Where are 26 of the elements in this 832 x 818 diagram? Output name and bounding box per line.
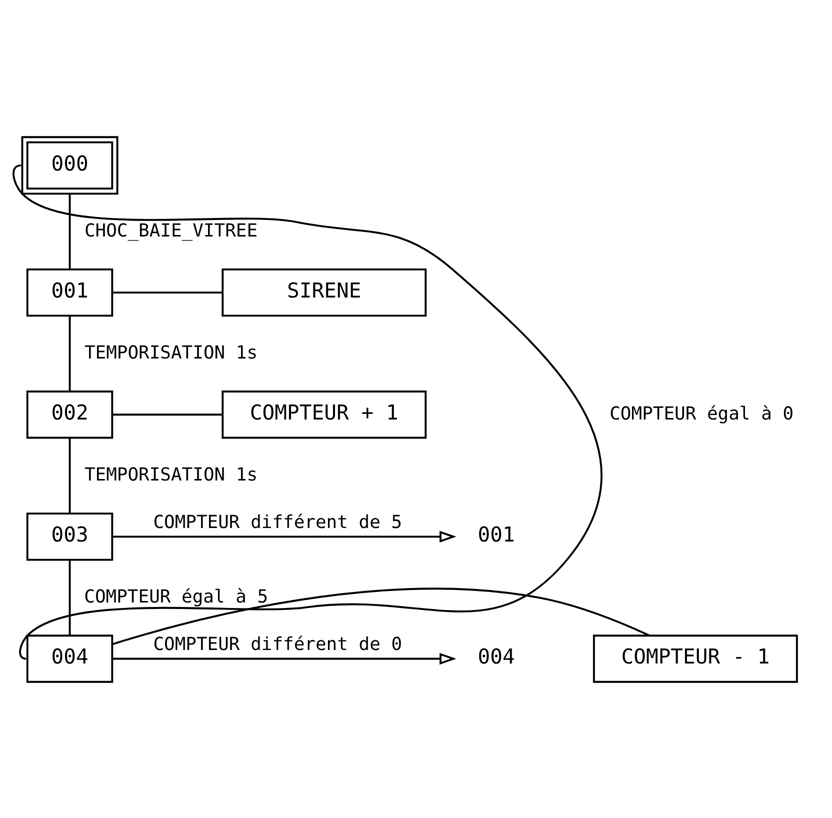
node-box: COMPTEUR - 1 (592, 634, 798, 682)
node-box: 003 (26, 512, 114, 560)
edge-label: TEMPORISATION 1s (84, 342, 258, 363)
edge-label: COMPTEUR différent de 0 (153, 634, 402, 654)
arrow (112, 530, 456, 542)
node-box: SIRENE (222, 268, 427, 316)
edge-label: COMPTEUR égal à 5 (84, 586, 268, 607)
connector (112, 291, 222, 294)
node-box: 000 (21, 136, 118, 194)
edge-label: COMPTEUR égal à 0 (610, 402, 794, 424)
node-text: 001 (478, 522, 515, 546)
edge-label: COMPTEUR différent de 5 (153, 511, 402, 532)
connector (112, 413, 222, 416)
connector (68, 193, 71, 269)
node-box: 004 (26, 634, 114, 682)
edge-label: TEMPORISATION 1s (84, 464, 258, 485)
edge-label: CHOC_BAIE_VITREE (84, 220, 258, 241)
connector (68, 437, 71, 513)
node-box: 001 (26, 268, 114, 316)
connector (112, 587, 650, 645)
node-box: 002 (26, 390, 114, 438)
node-text: 004 (478, 644, 515, 668)
connector (68, 559, 71, 635)
connector (68, 315, 71, 391)
node-box: COMPTEUR + 1 (222, 390, 427, 438)
arrow (112, 652, 456, 664)
